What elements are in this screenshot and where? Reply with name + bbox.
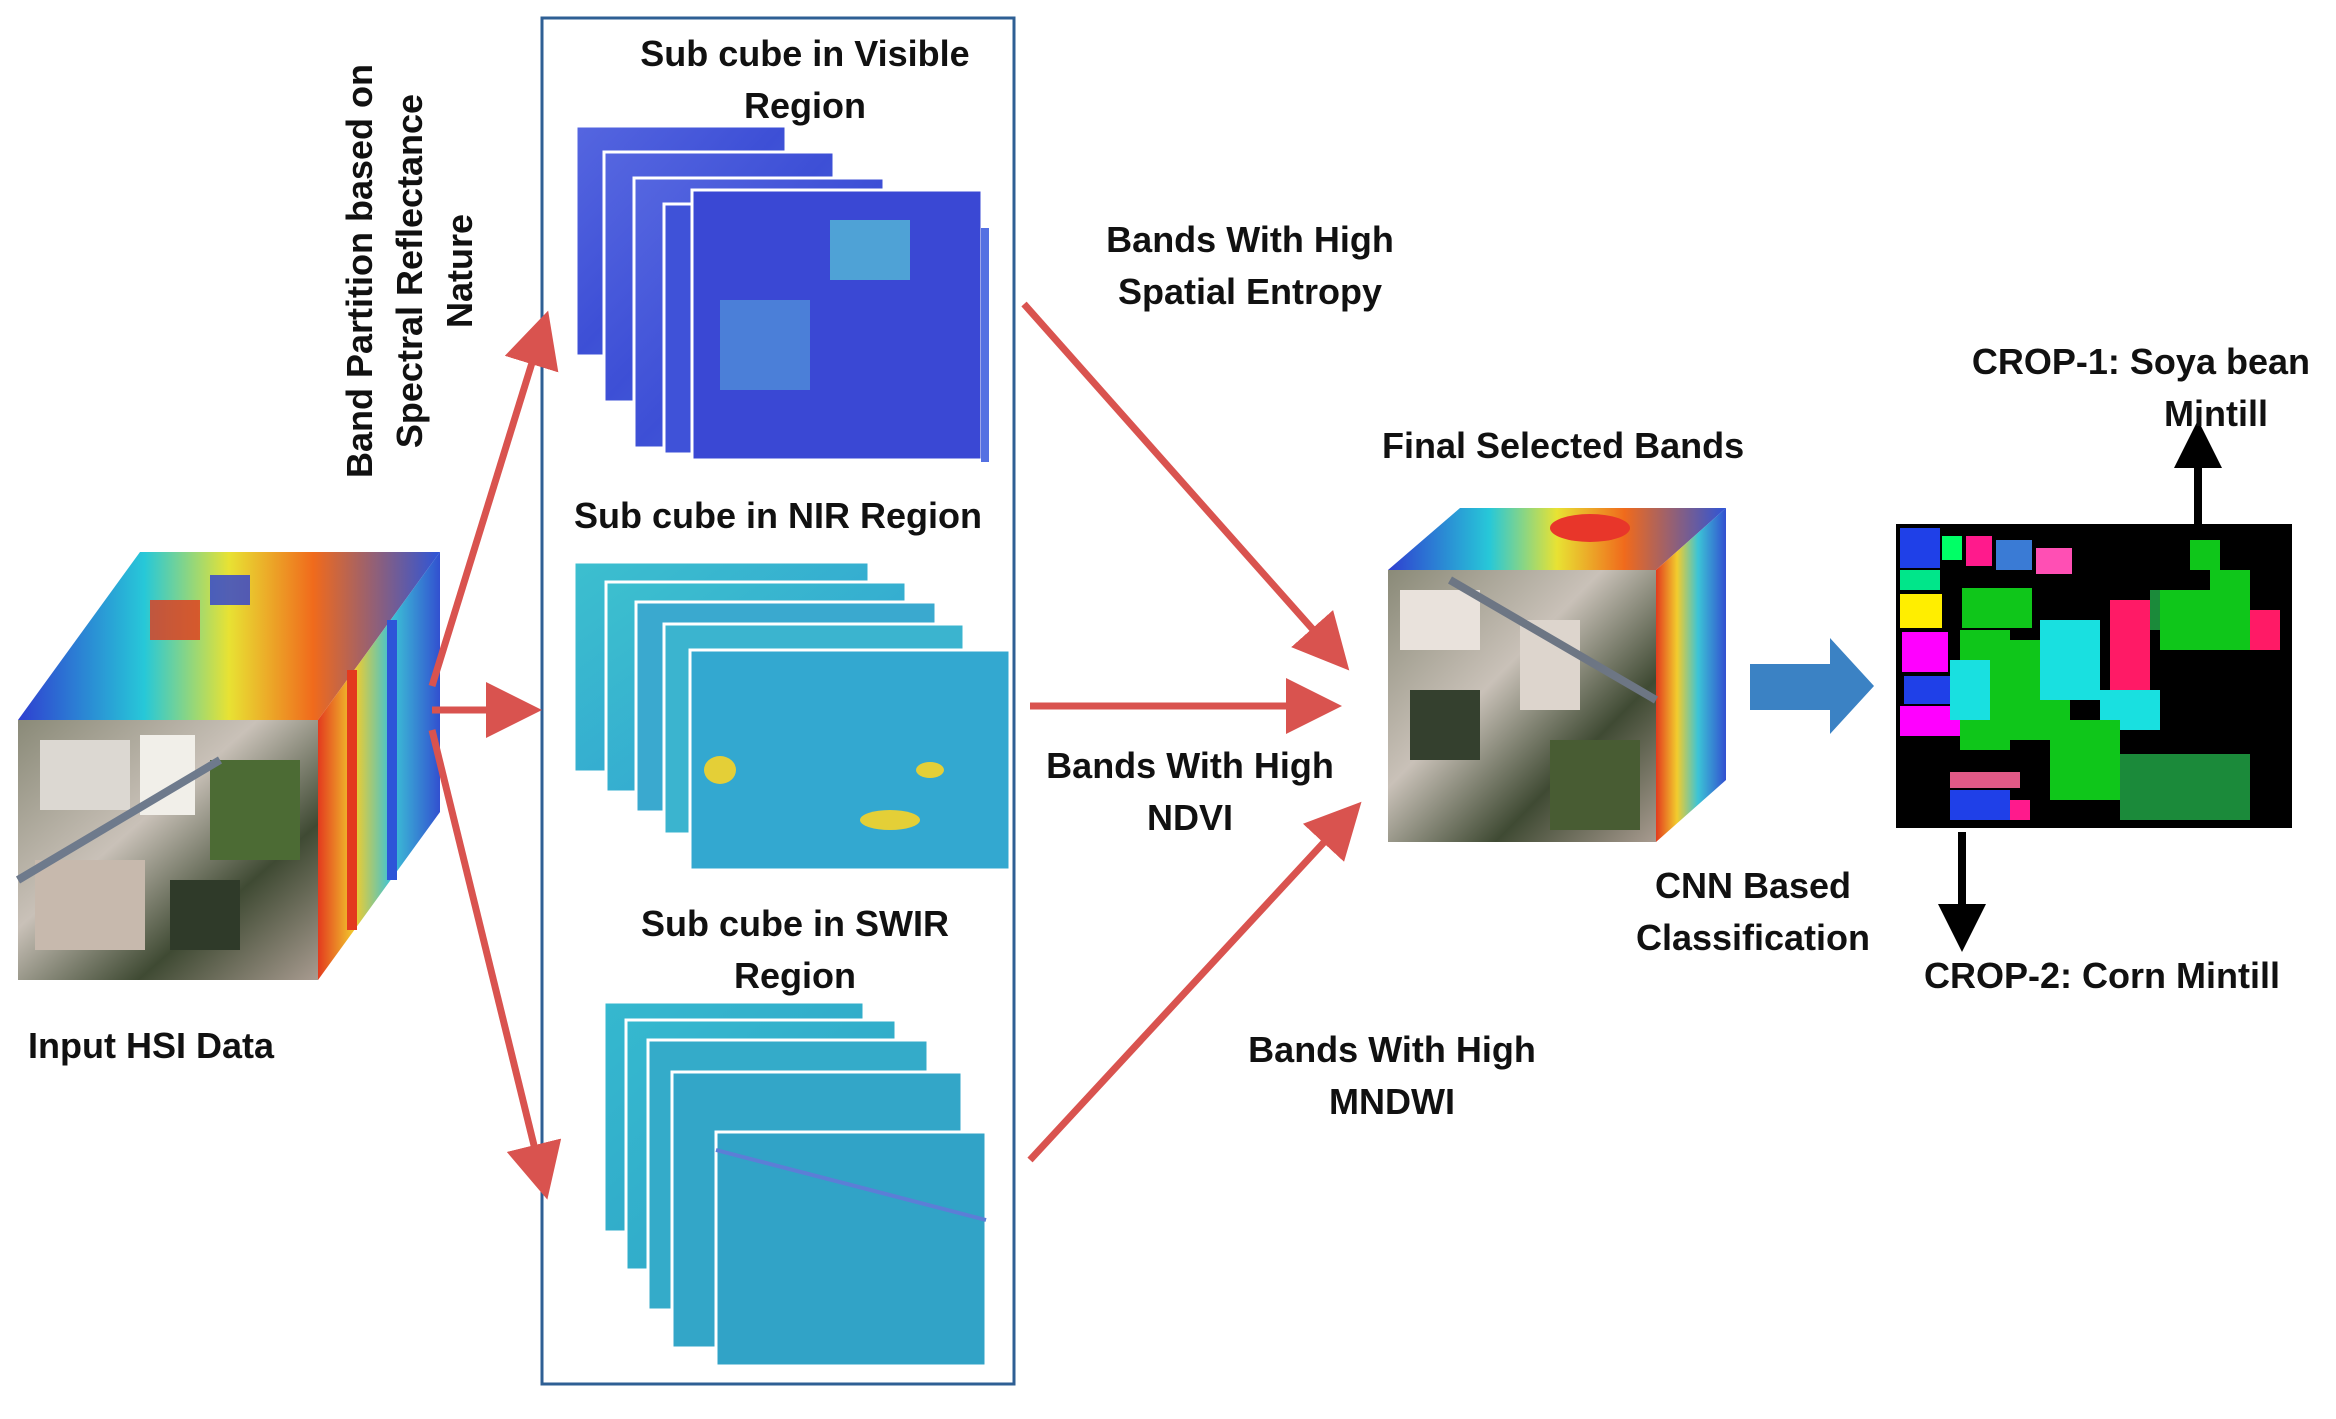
crop1-label-line: CROP-1: Soya bean xyxy=(1971,341,2310,382)
cnn-label-line: Classification xyxy=(1635,917,1871,958)
nir-subcube-stack xyxy=(572,560,1012,872)
blue-block-arrow-icon xyxy=(1750,638,1874,734)
cnn-label-line: CNN Based xyxy=(1654,865,1852,906)
nir-subcube-label-line: Sub cube in NIR Region xyxy=(573,495,982,536)
final-selected-cube xyxy=(1388,508,1726,842)
partition-label-line: Spectral Reflectance xyxy=(389,93,430,449)
swir-subcube-label: Sub cube in SWIR Region xyxy=(620,898,970,1002)
ndvi-criterion-line: Bands With High xyxy=(1046,745,1334,786)
entropy-criterion-line: Spatial Entropy xyxy=(1117,271,1383,312)
input-hsi-label: Input HSI Data xyxy=(28,1025,275,1066)
input-hsi-cube xyxy=(15,552,440,980)
subcube-box xyxy=(540,16,1016,1386)
swir-subcube-stack xyxy=(602,1000,988,1368)
classification-map xyxy=(1896,524,2292,828)
partition-label: Band Partition based on Spectral Reflect… xyxy=(335,41,485,501)
cnn-label: CNN Based Classification xyxy=(1618,860,1888,964)
partition-label-line: Band Partition based on xyxy=(339,63,380,479)
red-arrow-icon xyxy=(1021,301,1362,1163)
swir-subcube-label-line: Sub cube in SWIR xyxy=(640,903,949,944)
visible-subcube-label-line: Region xyxy=(744,85,866,126)
mndwi-criterion-line: MNDWI xyxy=(1329,1081,1455,1122)
visible-subcube-label-line: Sub cube in Visible xyxy=(640,33,970,74)
final-bands-label: Final Selected Bands xyxy=(1382,425,1745,466)
swir-subcube-label-line: Region xyxy=(734,955,856,996)
nir-subcube-label: Sub cube in NIR Region xyxy=(548,490,1008,542)
ndvi-criterion-label: Bands With High NDVI xyxy=(1030,740,1350,844)
red-arrow-icon xyxy=(428,310,562,1200)
mndwi-criterion-line: Bands With High xyxy=(1248,1029,1536,1070)
entropy-criterion-label: Bands With High Spatial Entropy xyxy=(1070,214,1430,318)
visible-subcube-stack xyxy=(574,124,989,462)
visible-subcube-label: Sub cube in Visible Region xyxy=(620,28,990,132)
partition-label-line: Nature xyxy=(439,213,480,329)
crop2-label: CROP-2: Corn Mintill xyxy=(1924,955,2280,996)
ndvi-criterion-line: NDVI xyxy=(1146,797,1233,838)
entropy-criterion-line: Bands With High xyxy=(1106,219,1394,260)
crop1-label-line: Mintill xyxy=(2164,393,2268,434)
crop1-label: CROP-1: Soya bean Mintill xyxy=(1910,336,2310,440)
mndwi-criterion-label: Bands With High MNDWI xyxy=(1222,1024,1562,1128)
